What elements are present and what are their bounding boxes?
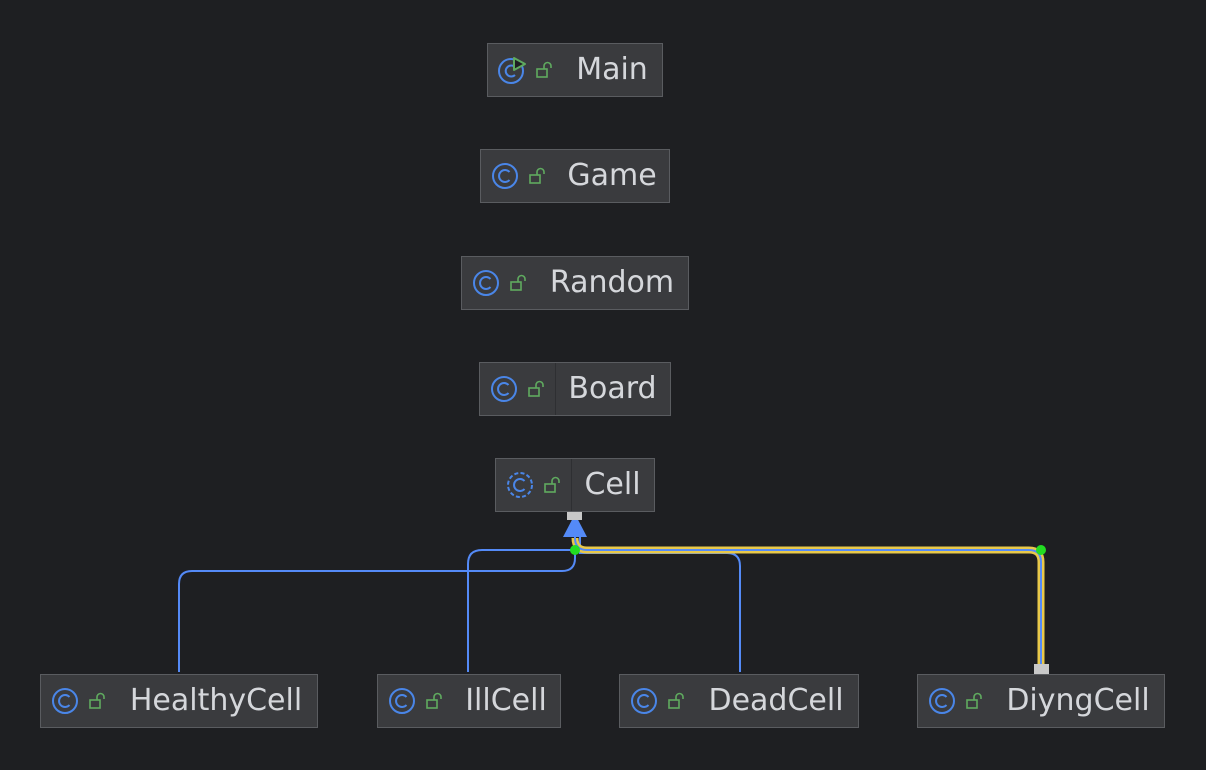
node-board[interactable]: Board: [479, 362, 671, 416]
node-diyngcell-label: DiyngCell: [1006, 683, 1150, 718]
public-unlocked-icon: [966, 692, 982, 709]
node-diyngcell[interactable]: DiyngCell: [917, 674, 1165, 728]
node-healthycell-label: HealthyCell: [129, 683, 303, 718]
node-deadcell-label: DeadCell: [708, 683, 844, 718]
public-unlocked-icon: [529, 167, 545, 184]
public-unlocked-icon: [528, 380, 544, 397]
node-random-icons: [462, 257, 537, 309]
edge-illcell-extends-cell[interactable]: [467, 537, 576, 672]
node-healthycell[interactable]: HealthyCell: [40, 674, 318, 728]
edge-bend-point[interactable]: [1036, 545, 1046, 555]
node-cell[interactable]: Cell: [495, 458, 655, 512]
node-main-label: Main: [576, 52, 648, 87]
public-unlocked-icon: [668, 692, 684, 709]
node-main-icons: [488, 44, 563, 96]
public-unlocked-icon: [544, 476, 560, 493]
node-game[interactable]: Game: [480, 149, 670, 203]
public-unlocked-icon: [89, 692, 105, 709]
edge-deadcell-extends-cell[interactable]: [579, 537, 741, 672]
node-cell-label: Cell: [584, 467, 641, 502]
class-c-icon: [929, 688, 955, 714]
edge-healthycell-extends-cell[interactable]: [178, 537, 576, 672]
node-board-icons: [480, 363, 556, 415]
node-random-label: Random: [549, 265, 675, 300]
node-deadcell-icons: [620, 675, 695, 727]
node-healthycell-icons: [41, 675, 116, 727]
edge-diyngcell-extends-cell[interactable]: [574, 537, 1042, 666]
node-game-icons: [481, 150, 556, 202]
node-illcell-icons: [378, 675, 453, 727]
inheritance-arrowhead: [563, 514, 587, 537]
node-game-label: Game: [567, 158, 657, 193]
public-unlocked-icon: [426, 692, 442, 709]
class-c-icon: [52, 688, 78, 714]
public-unlocked-icon: [510, 274, 526, 291]
class-c-icon: [631, 688, 657, 714]
node-deadcell[interactable]: DeadCell: [619, 674, 859, 728]
public-unlocked-icon: [536, 61, 552, 78]
node-main[interactable]: Main: [487, 43, 663, 97]
node-illcell[interactable]: IllCell: [377, 674, 561, 728]
runnable-class-icon: [498, 57, 526, 84]
class-c-icon: [473, 270, 499, 296]
edge-diyngcell-extends-cell-halo: [571, 537, 1045, 666]
node-random[interactable]: Random: [461, 256, 689, 310]
class-c-icon: [492, 163, 518, 189]
abstract-class-icon: [507, 472, 533, 498]
node-diyngcell-icons: [918, 675, 993, 727]
edge-bend-point[interactable]: [570, 545, 580, 555]
node-illcell-label: IllCell: [465, 683, 547, 718]
class-c-icon: [389, 688, 415, 714]
node-cell-icons: [496, 459, 572, 511]
class-c-icon: [491, 376, 517, 402]
node-board-label: Board: [568, 371, 657, 406]
